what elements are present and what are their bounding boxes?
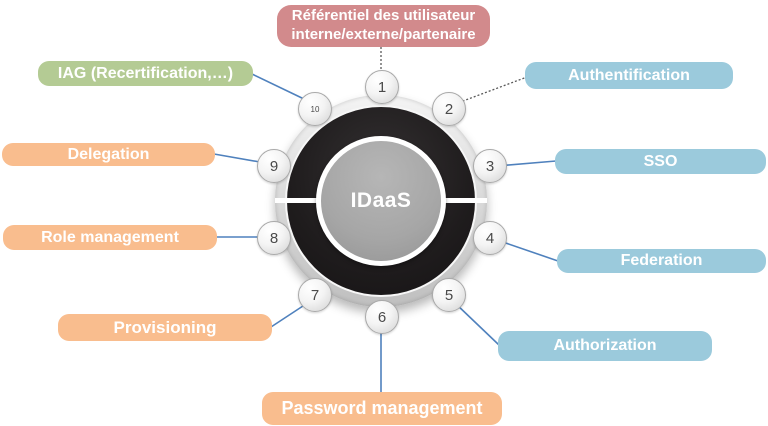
connector-node5-authorization bbox=[454, 302, 500, 346]
node-number: 2 bbox=[444, 100, 454, 118]
label-authorization: Authorization bbox=[498, 331, 712, 361]
connector-node10-iag bbox=[251, 73, 305, 100]
label-authentification: Authentification bbox=[525, 62, 733, 89]
node-5: 5 bbox=[432, 278, 466, 312]
node-7: 7 bbox=[298, 278, 332, 312]
node-number: 7 bbox=[310, 286, 320, 304]
label-federation: Federation bbox=[557, 249, 766, 273]
label-provisioning: Provisioning bbox=[58, 314, 272, 341]
label-role-management: Role management bbox=[3, 225, 217, 250]
node-number: 8 bbox=[269, 229, 279, 247]
connector-node4-federation bbox=[496, 239, 559, 262]
node-number: 10 bbox=[310, 104, 320, 114]
node-number: 6 bbox=[377, 308, 387, 326]
label-sso: SSO bbox=[555, 149, 766, 174]
label-delegation: Delegation bbox=[2, 143, 215, 166]
label-referentiel-line1: Référentiel des utilisateur bbox=[291, 7, 476, 25]
hub-center-label: IDaaS bbox=[350, 189, 412, 212]
connector-node7-provisioning bbox=[270, 303, 307, 328]
node-number: 1 bbox=[377, 78, 387, 96]
node-2: 2 bbox=[432, 92, 466, 126]
node-number: 9 bbox=[269, 157, 279, 175]
connector-node9-delegation bbox=[213, 153, 261, 163]
node-8: 8 bbox=[257, 221, 291, 255]
hub-center-circle: IDaaS bbox=[316, 136, 446, 266]
node-9: 9 bbox=[257, 149, 291, 183]
node-6: 6 bbox=[365, 300, 399, 334]
node-1: 1 bbox=[365, 70, 399, 104]
node-3: 3 bbox=[473, 149, 507, 183]
node-number: 5 bbox=[444, 286, 454, 304]
label-referentiel: Référentiel des utilisateur interne/exte… bbox=[277, 5, 490, 47]
label-password-management: Password management bbox=[262, 392, 502, 425]
node-number: 3 bbox=[485, 157, 495, 175]
label-referentiel-line2: interne/externe/partenaire bbox=[291, 26, 476, 43]
node-number: 4 bbox=[485, 229, 495, 247]
connector-node2-authentification bbox=[454, 76, 528, 105]
node-4: 4 bbox=[473, 221, 507, 255]
node-10: 10 bbox=[298, 92, 332, 126]
label-iag: IAG (Recertification,…) bbox=[38, 61, 253, 86]
